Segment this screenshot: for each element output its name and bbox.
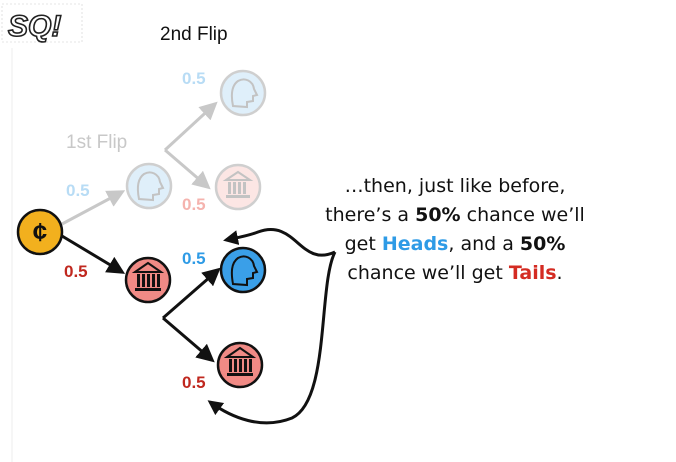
prob-second-heads: 0.5	[182, 249, 206, 268]
caption-line-3: get Heads, and a 50%	[344, 233, 566, 255]
branch-heads-to-heads	[163, 101, 218, 152]
prob-first-heads: 0.5	[66, 181, 90, 200]
caption-line-1: …then, just like before,	[344, 175, 566, 197]
prob-top-heads: 0.5	[182, 69, 206, 88]
faded-branches	[61, 101, 218, 226]
first-flip-label: 1st Flip	[66, 132, 127, 153]
branch-tails-to-tails	[162, 316, 215, 363]
svg-text:¢: ¢	[33, 217, 47, 247]
heads-icon	[219, 246, 267, 294]
logo: SQ!	[0, 0, 88, 48]
branch-tails-to-heads	[162, 267, 221, 320]
callout-arrow-tails	[207, 251, 337, 425]
branch-heads-to-tails	[164, 148, 211, 190]
coin-cent-icon: ¢	[16, 208, 64, 256]
caption-line-2: there’s a 50% chance we’ll	[325, 204, 585, 226]
prob-first-tails-top: 0.5	[182, 195, 206, 214]
explanation-caption: …then, just like before, there’s a 50% c…	[300, 172, 610, 288]
heads-icon	[125, 162, 173, 210]
prob-first-tails: 0.5	[64, 262, 88, 281]
second-flip-label: 2nd Flip	[160, 24, 228, 45]
logo-text: SQ!	[8, 10, 61, 43]
prob-second-tails: 0.5	[182, 373, 206, 392]
branch-coin-to-tails	[61, 234, 126, 274]
heads-icon	[219, 69, 267, 117]
callout-arrow-heads	[223, 228, 336, 257]
tails-word: Tails	[508, 262, 557, 284]
heads-word: Heads	[381, 233, 449, 255]
active-branches	[61, 234, 221, 363]
tails-bank-icon	[214, 163, 262, 211]
tails-bank-icon	[216, 341, 264, 389]
callout-arrows	[207, 228, 337, 425]
branch-coin-to-heads	[61, 190, 126, 226]
caption-line-4: chance we’ll get Tails.	[347, 262, 563, 284]
tails-bank-icon	[124, 256, 172, 304]
